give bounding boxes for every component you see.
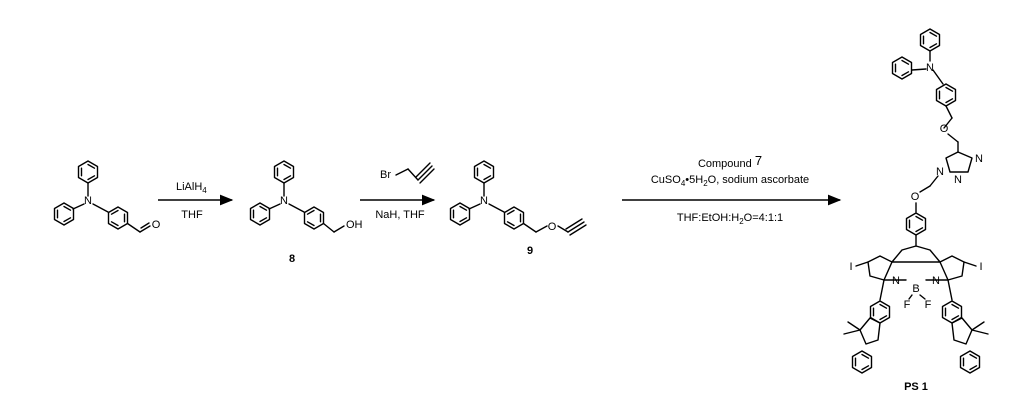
compound-label-9: 9 <box>527 245 533 257</box>
bodipy-n-left: N <box>892 275 900 287</box>
atom-n: N <box>84 195 92 207</box>
condition-step3-line1: Compound 7 <box>698 153 762 170</box>
atom-n: N <box>926 62 934 74</box>
condition-step3-line2: CuSO4•5H2O, sodium ascorbate <box>651 174 809 188</box>
compound-8: N OH 8 <box>249 160 363 265</box>
compound-aldehyde: N O <box>53 160 161 233</box>
atom-o: O <box>152 219 161 231</box>
triazole-n3: N <box>936 166 944 178</box>
fluoro-right: F <box>925 299 932 311</box>
reagent-propargyl-bromide: Br <box>380 169 391 181</box>
atom-oh: OH <box>346 219 363 231</box>
atom-o-ether1: O <box>940 123 949 135</box>
iodo-right: I <box>979 261 982 273</box>
atom-n: N <box>280 195 288 207</box>
reaction-arrow-3: Compound 7 CuSO4•5H2O, sodium ascorbate … <box>622 153 842 226</box>
bodipy-n-right: N <box>932 275 940 287</box>
compound-9: N O 9 <box>449 160 587 257</box>
iodo-left: I <box>849 261 852 273</box>
triazole-n1: N <box>975 153 983 165</box>
triazole-n2: N <box>954 174 962 186</box>
condition-step3-below: THF:EtOH:H2O=4:1:1 <box>677 212 783 226</box>
condition-step1-above: LiAlH4 <box>176 181 207 195</box>
atom-o: O <box>548 221 557 233</box>
bodipy-b: B <box>912 283 919 295</box>
condition-step1-below: THF <box>181 209 203 221</box>
condition-step2-below: NaH, THF <box>375 209 425 221</box>
compound-label-ps1: PS 1 <box>904 381 928 393</box>
compound-ps1: N O N N N O N B N F F I I <box>843 28 989 393</box>
atom-o-ether2: O <box>911 191 920 203</box>
reaction-arrow-2: Br NaH, THF <box>360 162 436 221</box>
reaction-arrow-1: LiAlH4 THF <box>158 181 234 221</box>
compound-label-8: 8 <box>289 253 295 265</box>
fluoro-left: F <box>904 299 911 311</box>
atom-n: N <box>480 195 488 207</box>
